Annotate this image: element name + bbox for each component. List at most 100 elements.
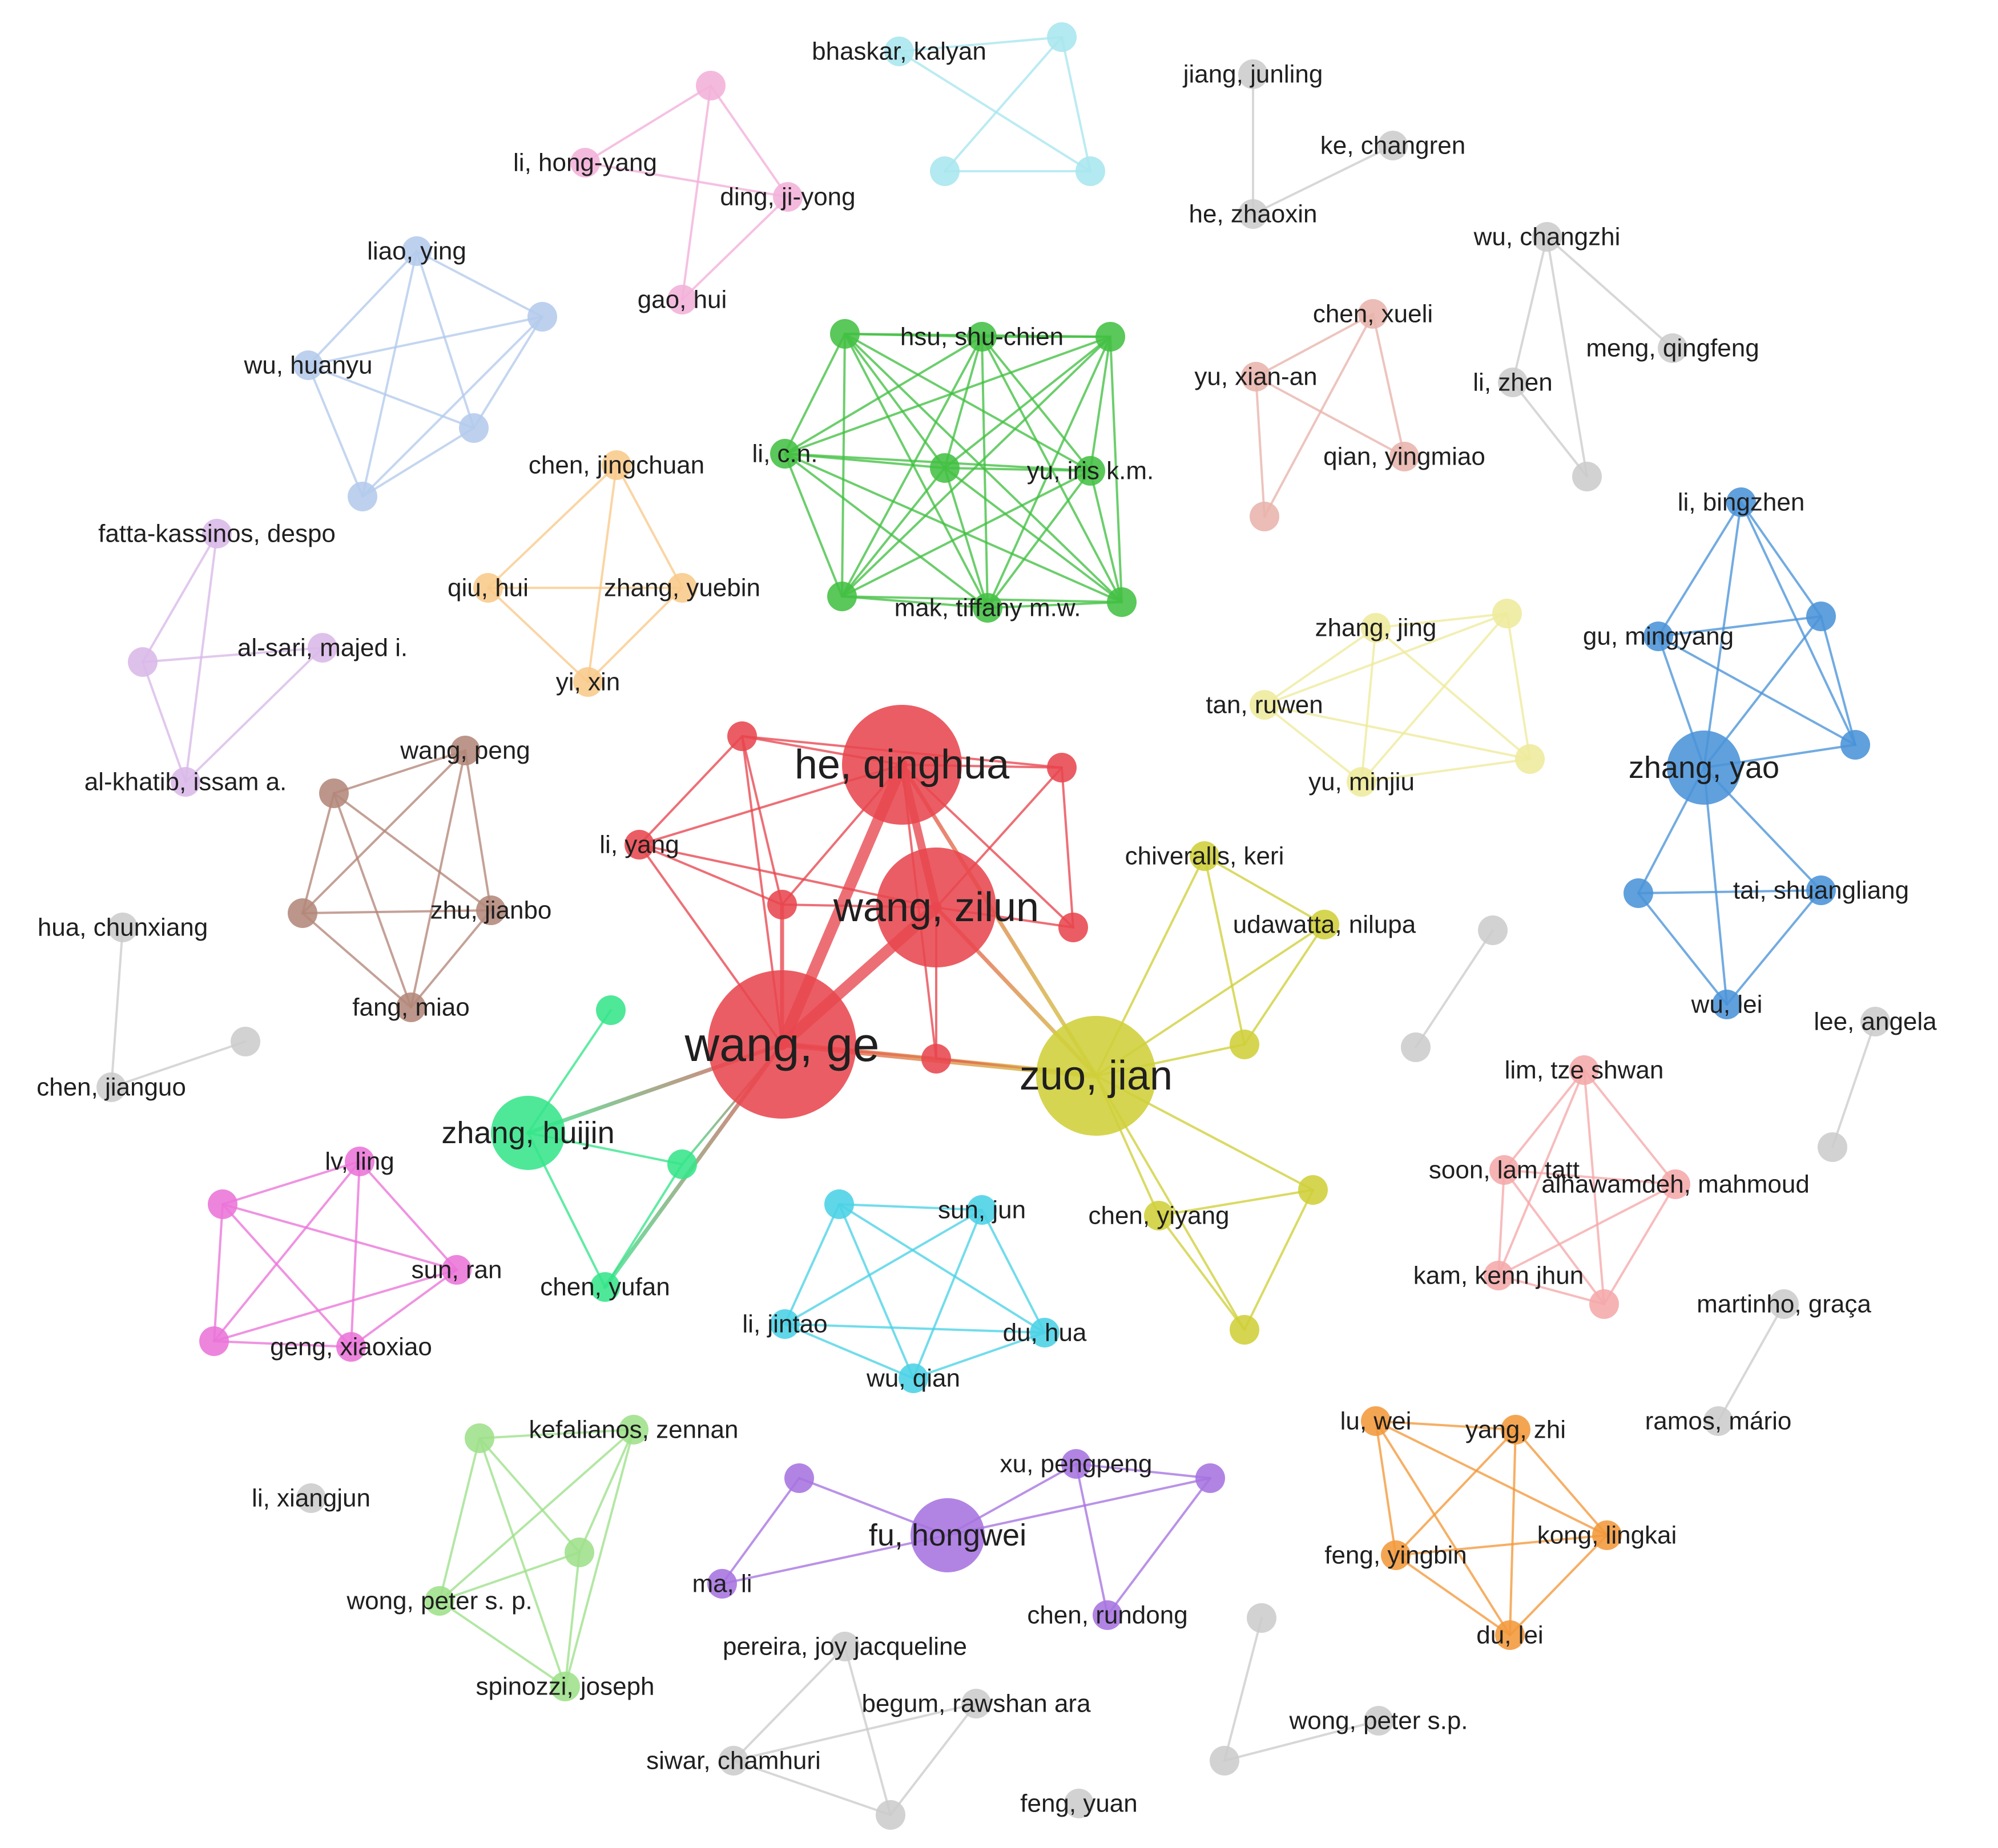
node-sun-ran[interactable] — [442, 1255, 472, 1285]
node-zhang-jing[interactable] — [1361, 613, 1391, 643]
node-gao-hui[interactable] — [667, 285, 697, 314]
node-hua-chunxiang[interactable] — [108, 913, 138, 942]
node-lc2[interactable] — [930, 156, 960, 186]
node-lu-wei[interactable] — [1361, 1406, 1391, 1436]
node-gr8b[interactable] — [1210, 1746, 1239, 1776]
node-meng-qingfeng[interactable] — [1658, 333, 1687, 363]
node-gu-mingyang[interactable] — [1643, 622, 1673, 651]
node-begum-rawshan[interactable] — [961, 1689, 991, 1718]
node-ding-ji-yong[interactable] — [773, 182, 803, 212]
node-li-bingzhen[interactable] — [1726, 487, 1756, 517]
node-chen-jingchuan[interactable] — [602, 450, 631, 480]
node-p1[interactable] — [784, 1463, 814, 1493]
node-ramos-mario[interactable] — [1703, 1406, 1733, 1436]
node-lb3[interactable] — [348, 482, 377, 511]
node-pereira-joy[interactable] — [830, 1632, 860, 1661]
node-liao-ying[interactable] — [402, 236, 432, 266]
node-pk1[interactable] — [696, 71, 726, 100]
node-wu-qian[interactable] — [899, 1363, 928, 1393]
node-p2[interactable] — [1195, 1463, 1225, 1493]
node-py1[interactable] — [1492, 599, 1522, 628]
node-qiu-hui[interactable] — [473, 573, 503, 603]
node-r5[interactable] — [921, 1044, 951, 1074]
node-hg2[interactable] — [1095, 322, 1125, 352]
node-chen-yiyang[interactable] — [1144, 1201, 1174, 1230]
node-gr8a[interactable] — [1247, 1603, 1276, 1633]
node-gr4a[interactable] — [1478, 915, 1508, 945]
node-li-hong-yang[interactable] — [570, 148, 600, 177]
node-bhaskar-kalyan[interactable] — [884, 37, 914, 66]
node-c1[interactable] — [824, 1189, 854, 1219]
node-li-cn[interactable] — [770, 439, 800, 469]
node-r3[interactable] — [767, 890, 797, 919]
node-hsu-shu-chien[interactable] — [967, 322, 997, 352]
node-wong-peter-s-p[interactable] — [425, 1586, 454, 1616]
node-ma-li[interactable] — [707, 1569, 737, 1599]
node-lv1[interactable] — [128, 647, 158, 677]
node-siwar-chamhuri[interactable] — [719, 1746, 748, 1776]
node-mak-tiffany[interactable] — [973, 593, 1002, 623]
node-al-khatib-issam[interactable] — [171, 767, 200, 797]
node-br2[interactable] — [288, 898, 317, 928]
node-wu-huanyu[interactable] — [293, 350, 323, 380]
node-li-jintao[interactable] — [770, 1309, 800, 1339]
node-hg4[interactable] — [827, 582, 857, 611]
node-y3[interactable] — [1230, 1315, 1259, 1345]
node-zhang-huijin[interactable] — [491, 1096, 565, 1170]
node-gr7a[interactable] — [876, 1800, 905, 1830]
node-y1[interactable] — [1230, 1030, 1259, 1059]
node-li-zhen[interactable] — [1498, 368, 1528, 397]
node-ro1[interactable] — [1250, 502, 1279, 531]
node-spinozzi-joseph[interactable] — [550, 1672, 580, 1701]
node-wang-peng[interactable] — [450, 736, 480, 765]
node-feng-yingbin[interactable] — [1381, 1540, 1411, 1570]
node-yu-minjiu[interactable] — [1347, 767, 1376, 797]
node-gr2a[interactable] — [1572, 462, 1602, 491]
node-sun-jun[interactable] — [967, 1195, 997, 1225]
node-zuo-jian[interactable] — [1036, 1016, 1156, 1136]
node-r1[interactable] — [727, 721, 757, 751]
node-lb1[interactable] — [527, 302, 557, 332]
node-he-zhaoxin[interactable] — [1238, 199, 1268, 229]
node-du-lei[interactable] — [1495, 1620, 1525, 1650]
node-yu-iris-km[interactable] — [1075, 456, 1105, 486]
node-m2[interactable] — [199, 1326, 229, 1356]
node-kam-kenn-jhun[interactable] — [1484, 1261, 1513, 1290]
node-udawatta-nilupa[interactable] — [1310, 910, 1339, 939]
node-al-sari-majed[interactable] — [308, 633, 337, 663]
node-li-yang[interactable] — [625, 830, 654, 860]
node-chen-jianguo[interactable] — [96, 1072, 126, 1102]
node-wang-zilun[interactable] — [876, 848, 996, 967]
node-sa1[interactable] — [1589, 1289, 1619, 1319]
node-he-qinghua[interactable] — [842, 705, 962, 825]
node-zhu-jianbo[interactable] — [476, 895, 506, 925]
node-r2[interactable] — [1047, 753, 1077, 782]
node-tai-shuangliang[interactable] — [1806, 875, 1836, 905]
node-r4[interactable] — [1058, 913, 1088, 942]
node-xu-pengpeng[interactable] — [1061, 1449, 1091, 1479]
node-g1[interactable] — [596, 995, 626, 1025]
node-fang-miao[interactable] — [396, 992, 426, 1022]
node-lee-angela[interactable] — [1860, 1007, 1890, 1036]
node-lc3[interactable] — [1075, 156, 1105, 186]
node-li-xiangjun[interactable] — [296, 1483, 326, 1513]
node-lg2[interactable] — [565, 1538, 594, 1567]
node-b3[interactable] — [1624, 878, 1653, 908]
node-b2[interactable] — [1840, 730, 1870, 760]
node-hg3[interactable] — [930, 453, 960, 483]
node-martinho-graca[interactable] — [1769, 1289, 1799, 1319]
node-tan-ruwen[interactable] — [1250, 690, 1279, 720]
node-chiveralls-keri[interactable] — [1190, 841, 1219, 871]
node-chen-rundong[interactable] — [1093, 1600, 1122, 1630]
node-yu-xian-an[interactable] — [1241, 362, 1271, 392]
node-wong-peter-sp[interactable] — [1364, 1706, 1393, 1736]
node-alhawamdeh-mahmoud[interactable] — [1661, 1169, 1690, 1199]
node-chen-xueli[interactable] — [1358, 299, 1388, 329]
node-lc1[interactable] — [1047, 22, 1077, 52]
node-lv-ling[interactable] — [345, 1147, 374, 1176]
node-kefalianos-zennan[interactable] — [619, 1415, 648, 1444]
node-py2[interactable] — [1515, 744, 1545, 774]
node-kong-lingkai[interactable] — [1592, 1520, 1622, 1550]
node-y2[interactable] — [1298, 1175, 1328, 1205]
node-qian-yingmiao[interactable] — [1389, 442, 1419, 471]
